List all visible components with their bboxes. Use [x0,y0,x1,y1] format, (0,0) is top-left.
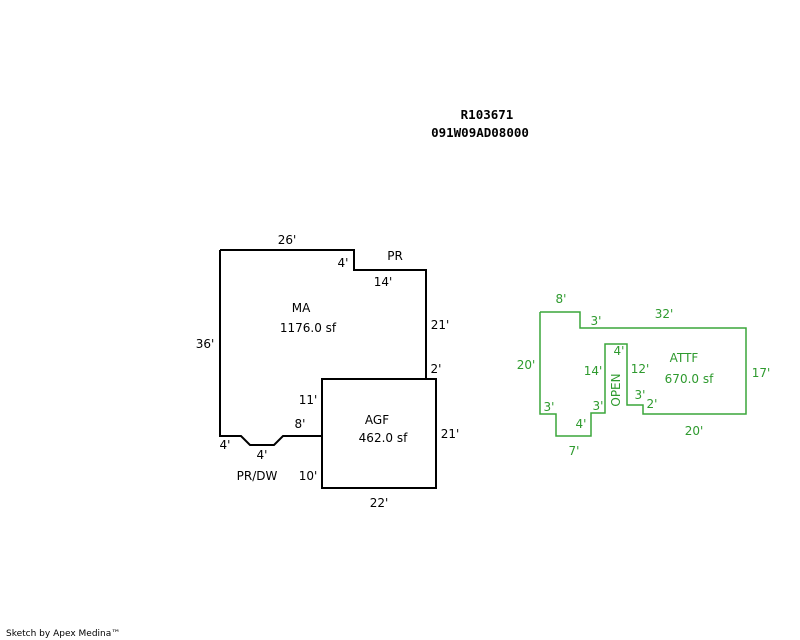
garage-area-code: AGF [365,413,389,427]
dim-attic-top: 32' [655,307,674,321]
dim-attic-bottom-left: 7' [569,444,580,458]
dim-main-notch-right: 14' [374,275,393,289]
dim-attic-left: 20' [517,358,536,372]
dim-main-step-down: 11' [299,393,318,407]
dim-main-left: 36' [196,337,215,351]
main-area-code: MA [292,301,311,315]
open-label: OPEN [609,373,623,406]
dim-attic-open-right: 12' [631,362,650,376]
porch-code: PR [387,249,403,263]
dim-attic-inner-up: 4' [576,417,587,431]
dim-main-top: 26' [278,233,297,247]
dim-attic-open-step: 3' [635,388,646,402]
dim-attic-right: 17' [752,366,771,380]
attic-outline [539,311,747,437]
dim-main-bottom-angle: 4' [257,448,268,462]
dim-main-right: 21' [431,318,450,332]
dim-attic-inner-left: 3' [544,400,555,414]
attic-area-code: ATTF [670,351,699,365]
dim-garage-right: 21' [441,427,460,441]
porch-dw-code: PR/DW [237,469,278,483]
dim-attic-open-top: 4' [614,344,625,358]
dim-attic-open-left: 14' [584,364,603,378]
garage-area-size: 462.0 sf [359,431,408,445]
dim-main-right-jog: 2' [431,362,442,376]
dim-garage-left-lower: 10' [299,469,318,483]
attic-area-size: 670.0 sf [665,372,714,386]
map-number: 091W09AD08000 [431,125,529,140]
dim-attic-top-left: 8' [556,292,567,306]
dim-attic-inner-right: 3' [593,399,604,413]
dim-attic-bottom: 20' [685,424,704,438]
dim-main-bottom-left: 4' [220,438,231,452]
main-area-size: 1176.0 sf [280,321,337,335]
dim-main-notch-down: 4' [338,256,349,270]
dim-main-step-left: 8' [295,417,306,431]
garage-outline [321,378,437,489]
parcel-id: R103671 [461,107,514,122]
sketch-credit: Sketch by Apex Medina™ [6,629,120,639]
dim-attic-step: 3' [591,314,602,328]
dim-garage-bottom: 22' [370,496,389,510]
dim-attic-open-step2: 2' [647,397,658,411]
